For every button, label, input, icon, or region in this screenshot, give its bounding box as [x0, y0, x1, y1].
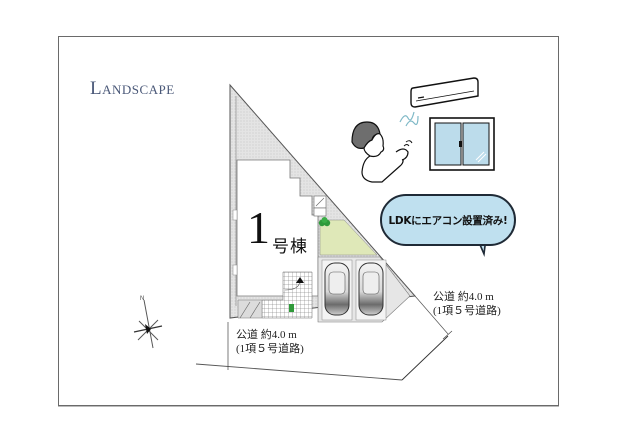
- planting-shrub: [289, 304, 294, 312]
- road-side-type: (1項５号道路): [433, 305, 501, 317]
- road-front-width: 公道 約4.0 m: [236, 329, 297, 341]
- road-boundaries: [195, 295, 453, 381]
- svg-text:N: N: [140, 296, 144, 302]
- building-number: 1: [247, 202, 270, 253]
- window-icon: [429, 117, 495, 171]
- road-label-side: 公道 約4.0 m (1項５号道路): [433, 290, 501, 318]
- road-label-front: 公道 約4.0 m (1項５号道路): [236, 328, 304, 356]
- utility-boxes: [313, 195, 327, 217]
- planting-shrub: [318, 217, 331, 227]
- north-arrow-compass-icon: N: [133, 296, 163, 349]
- entrance-approach: [237, 271, 313, 319]
- lawn-area: [319, 219, 378, 256]
- building-suffix: 号棟: [272, 237, 308, 256]
- landscape-title: Landscape: [90, 78, 175, 99]
- road-front-type: (1項５号道路): [236, 343, 304, 355]
- air-conditioner-icon: [410, 77, 479, 108]
- air-flow-icon: [399, 111, 419, 127]
- aircon-installed-speech-bubble: LDKにエアコン設置済み!: [380, 194, 516, 246]
- car-icon: [324, 262, 350, 316]
- car-icon: [358, 262, 384, 316]
- road-side-width: 公道 約4.0 m: [433, 291, 494, 303]
- person-with-remote-icon: [351, 121, 413, 183]
- entrance-arrow-icon: [296, 277, 304, 283]
- aircon-installed-text: LDKにエアコン設置済み!: [388, 214, 508, 227]
